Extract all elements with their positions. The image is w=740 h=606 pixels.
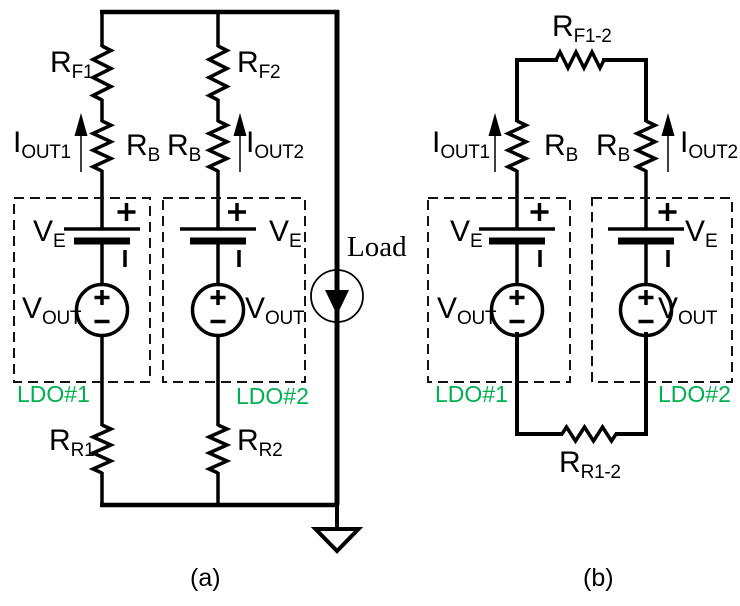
iout1-arrow-icon [74, 113, 88, 136]
label-vout-b1: VOUT [437, 292, 497, 329]
label-rb-b1: RB [544, 129, 579, 166]
label-ldo1-a: LDO#1 [17, 381, 90, 407]
label-iout1-b: IOUT1 [432, 126, 490, 163]
resistor-rb-b2 [632, 119, 660, 173]
label-ve-a1: VE [33, 215, 66, 252]
label-vout-a1: VOUT [22, 292, 82, 329]
resistor-rf2 [205, 44, 231, 102]
resistor-rb-a2 [204, 119, 232, 173]
circuit-b [427, 48, 733, 445]
label-vout-b2: VOUT [658, 292, 718, 329]
resistor-rf1 [89, 44, 115, 102]
label-rr2: RR2 [237, 424, 283, 461]
caption-b: (b) [583, 564, 614, 592]
load-current-source [310, 269, 364, 323]
ldo2-a-box [162, 197, 306, 383]
plus-icon [228, 203, 246, 221]
label-iout1-a: IOUT1 [13, 126, 71, 163]
plus-icon [117, 203, 136, 221]
ldo2-b-box [591, 197, 733, 383]
resistor-rr2 [204, 423, 232, 475]
label-rb-b2: RB [596, 129, 631, 166]
iout2-arrow-icon [661, 113, 675, 136]
label-ve-b2: VE [685, 215, 718, 252]
label-iout2-b: IOUT2 [680, 126, 738, 163]
label-ve-a2: VE [269, 215, 302, 252]
label-ldo1-b: LDO#1 [435, 381, 508, 407]
label-ldo2-a: LDO#2 [236, 383, 309, 409]
resistor-rb-a1 [88, 119, 116, 173]
label-vout-a2: VOUT [245, 292, 305, 329]
load-arrow-icon [325, 290, 349, 315]
label-iout2-a: IOUT2 [246, 126, 304, 163]
resistor-rb-b1 [503, 119, 531, 173]
label-rr1: RR1 [49, 424, 95, 461]
iout1-arrow-icon [488, 113, 502, 136]
plus-icon [530, 203, 549, 221]
ldo1-b-box [427, 197, 571, 383]
ground-icon [310, 527, 364, 554]
label-rb-a1: RB [126, 129, 161, 166]
label-rr12: RR1-2 [559, 446, 621, 483]
plus-icon [658, 203, 677, 221]
label-rf1: RF1 [50, 46, 94, 83]
label-rf12: RF1-2 [552, 10, 612, 47]
plus-icon [509, 290, 525, 305]
label-rf2: RF2 [237, 46, 281, 83]
resistor-rr12 [560, 423, 618, 445]
label-ve-b1: VE [450, 215, 483, 252]
label-rb-a2: RB [167, 129, 202, 166]
resistor-rf12 [554, 48, 606, 72]
wire [515, 58, 558, 122]
label-ldo2-b: LDO#2 [658, 381, 731, 407]
wire [615, 332, 648, 436]
plus-icon [210, 290, 226, 305]
resistor-rr1 [88, 423, 116, 475]
label-load: Load [347, 231, 407, 263]
wire [602, 58, 648, 122]
caption-a: (a) [190, 564, 221, 592]
plus-icon [638, 290, 654, 305]
wire [515, 332, 563, 436]
circuit-a [13, 9, 364, 554]
iout2-arrow-icon [233, 113, 247, 136]
ldo1-a-box [13, 197, 151, 383]
plus-icon [94, 290, 110, 305]
